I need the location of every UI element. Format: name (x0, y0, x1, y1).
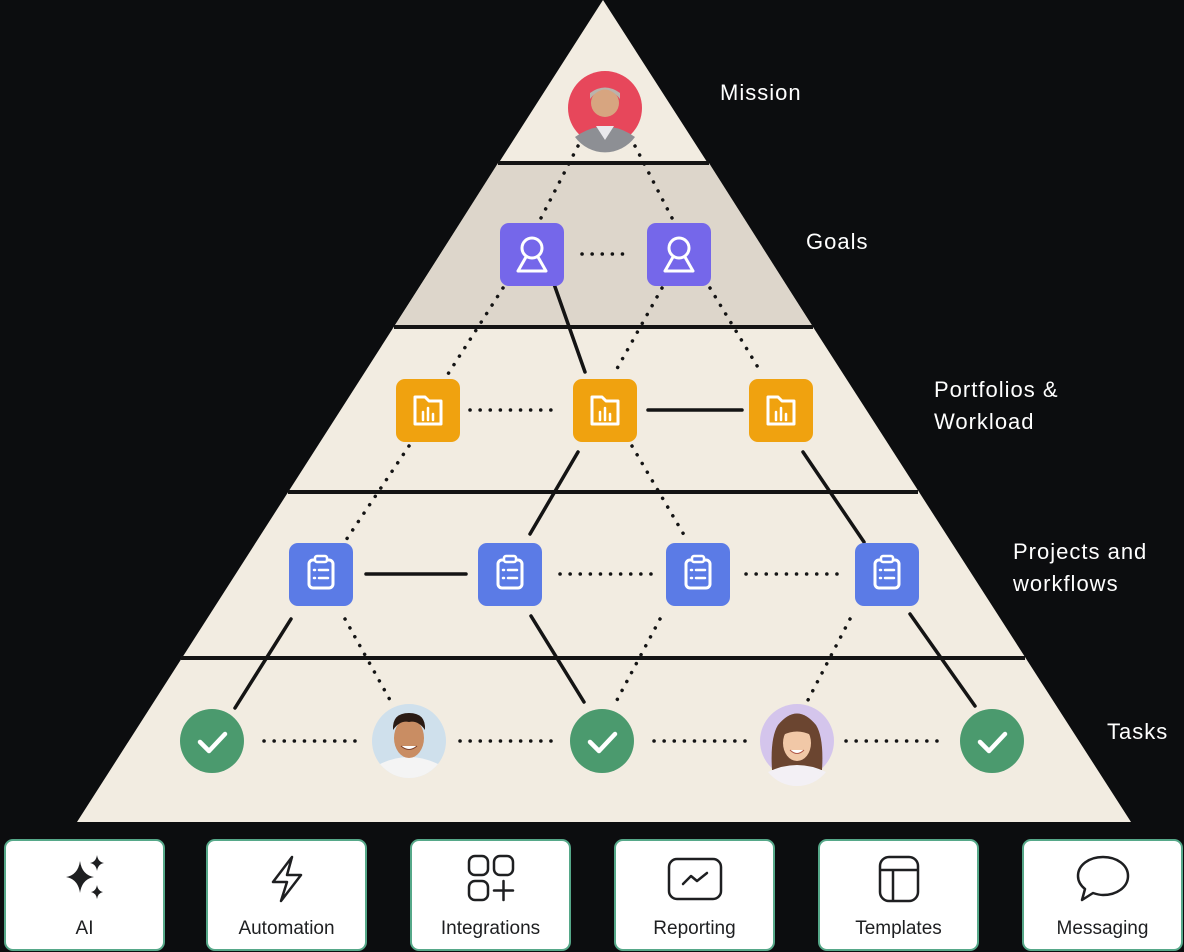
tier-dividers (181, 161, 1025, 660)
check-icon (960, 709, 1024, 773)
clipboard-icon (666, 543, 730, 606)
tier-label-goals: Goals (806, 229, 869, 254)
mission-avatar (568, 71, 642, 153)
feature-label: Automation (238, 918, 335, 939)
portfolio-icon (749, 379, 813, 442)
feature-card-reporting[interactable]: Reporting (614, 839, 775, 951)
check-icon (570, 709, 634, 773)
lightning-icon (259, 853, 315, 905)
feature-bar: AI Automation Integrations Reportin (0, 837, 1184, 952)
sparkles-icon (57, 853, 113, 905)
feature-card-templates[interactable]: Templates (818, 839, 979, 951)
goal-icon (500, 223, 564, 286)
goal-icon (647, 223, 711, 286)
tier-label-portfolios: Portfolios & Workload (934, 377, 1059, 434)
portfolio-icon (396, 379, 460, 442)
feature-label: Templates (855, 918, 942, 939)
solid-connectors (233, 282, 977, 710)
user-avatar (372, 704, 446, 779)
feature-card-ai[interactable]: AI (4, 839, 165, 951)
speech-bubble-icon (1075, 853, 1131, 905)
check-icon (180, 709, 244, 773)
goals-band (394, 163, 813, 327)
feature-card-automation[interactable]: Automation (206, 839, 367, 951)
clipboard-icon (289, 543, 353, 606)
template-icon (871, 853, 927, 905)
tier-label-projects: Projects and workflows (1013, 539, 1148, 596)
portfolio-icon (573, 379, 637, 442)
feature-card-messaging[interactable]: Messaging (1022, 839, 1183, 951)
tier-label-mission: Mission (720, 80, 802, 105)
feature-label: Integrations (440, 918, 541, 939)
chart-icon (667, 853, 723, 905)
feature-card-integrations[interactable]: Integrations (410, 839, 571, 951)
clipboard-icon (478, 543, 542, 606)
clipboard-icon (855, 543, 919, 606)
feature-label: AI (75, 918, 94, 939)
dotted-connectors (262, 144, 944, 743)
feature-label: Messaging (1056, 918, 1149, 939)
feature-label: Reporting (653, 918, 736, 939)
tier-label-tasks: Tasks (1107, 719, 1169, 744)
user-avatar (760, 704, 834, 787)
integrations-icon (463, 853, 519, 905)
